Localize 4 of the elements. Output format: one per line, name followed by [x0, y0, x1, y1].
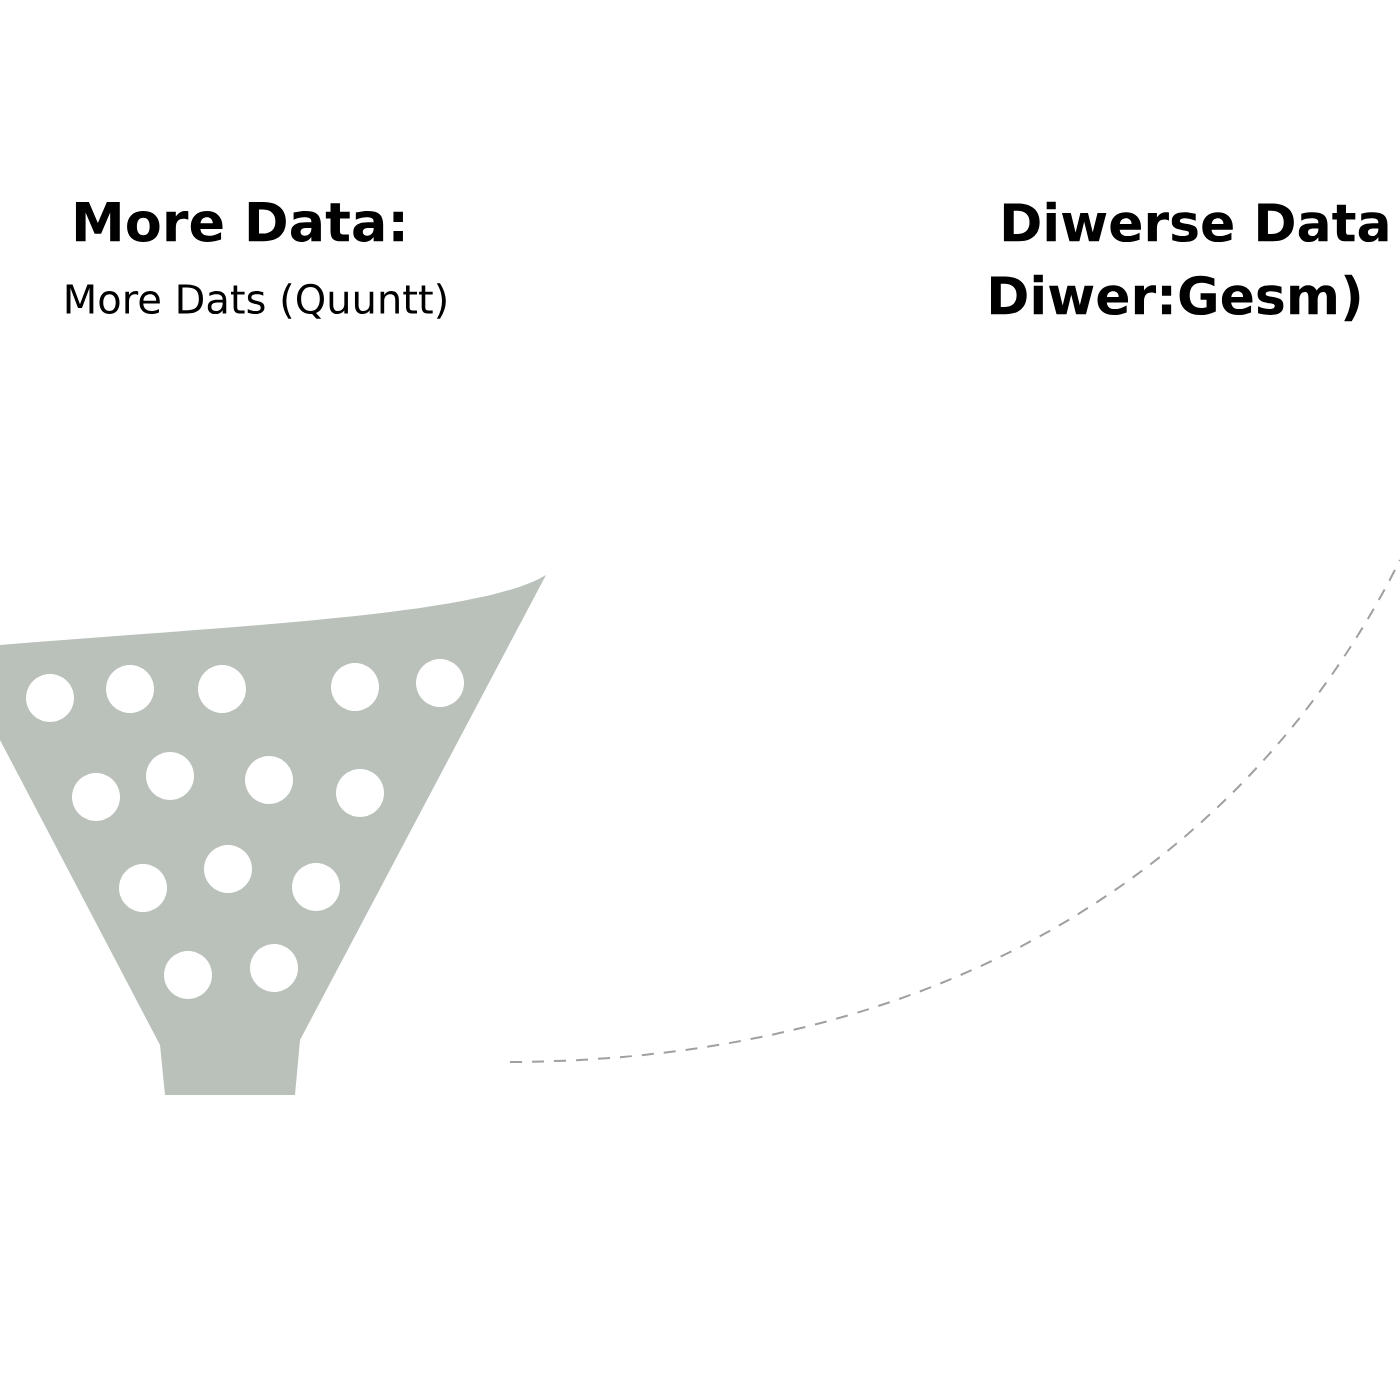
heading: More Data:: [75, 201, 403, 243]
subheading: Diwer:Gesm): [991, 274, 1360, 322]
heading: Diwerse Data: [1003, 201, 1388, 243]
subheading: More Dats (Quuntt): [66, 283, 446, 319]
